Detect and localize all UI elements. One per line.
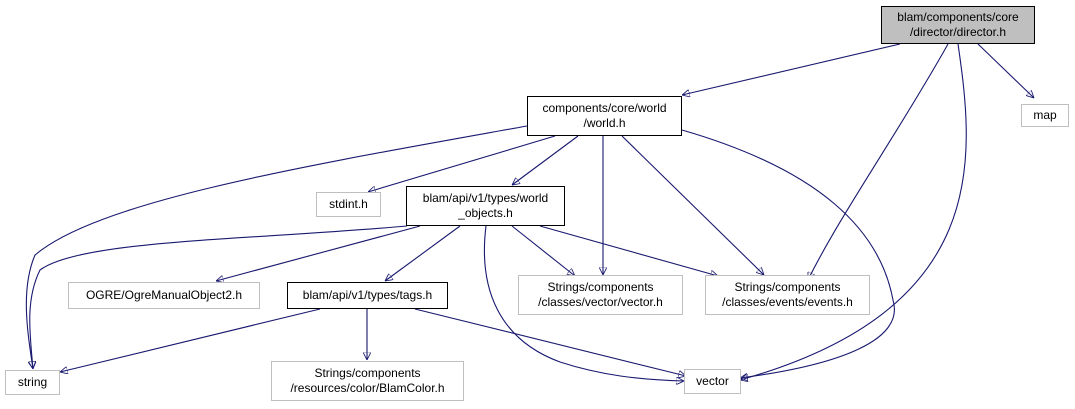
node-events-h-line2: /classes/events/events.h	[722, 295, 853, 309]
edge-world-objects-to-tags	[385, 225, 461, 281]
edge-director-to-events	[807, 43, 949, 280]
edge-director-to-vector	[740, 43, 967, 380]
node-tags-h[interactable]: blam/api/v1/types/tags.h	[287, 282, 448, 309]
node-world-objects-h-line2: _objects.h	[458, 206, 513, 220]
edge-world-to-stdint	[368, 135, 556, 192]
node-map: map	[1021, 104, 1069, 127]
node-blamcolor-h-line2: /resources/color/BlamColor.h	[290, 381, 445, 395]
node-vector: vector	[684, 369, 741, 394]
edge-world-to-string	[25, 125, 528, 369]
node-events-h-line1: Strings/components	[734, 280, 841, 294]
node-director-h[interactable]: blam/components/core /director/director.…	[881, 6, 1035, 44]
node-blamcolor-h: Strings/components /resources/color/Blam…	[271, 361, 464, 401]
node-world-objects-h[interactable]: blam/api/v1/types/world _objects.h	[406, 186, 565, 226]
node-stdint-h-label: stdint.h	[329, 197, 368, 211]
edge-tags-to-vector	[414, 308, 686, 376]
edge-director-to-world	[682, 43, 901, 95]
node-events-h: Strings/components /classes/events/event…	[705, 275, 870, 315]
node-world-h[interactable]: components/core/world /world.h	[527, 96, 682, 136]
node-ogre-manual-object-label: OGRE/OgreManualObject2.h	[85, 288, 243, 302]
node-vector-h: Strings/components /classes/vector/vecto…	[518, 275, 683, 315]
edge-world-to-world-objects	[512, 135, 579, 185]
edge-world-objects-to-vector-h	[511, 225, 575, 276]
node-ogre-manual-object: OGRE/OgreManualObject2.h	[68, 282, 260, 309]
edge-world-objects-to-ogre	[216, 225, 421, 281]
node-world-objects-h-line1: blam/api/v1/types/world	[422, 191, 549, 205]
node-vector-h-line2: /classes/vector/vector.h	[538, 295, 663, 309]
node-stdint-h: stdint.h	[316, 192, 381, 217]
node-vector-label: vector	[696, 374, 729, 388]
node-tags-h-label: blam/api/v1/types/tags.h	[302, 288, 433, 302]
edge-world-objects-to-vector	[483, 225, 684, 381]
node-director-h-line1: blam/components/core	[897, 10, 1019, 24]
edge-tags-to-string	[60, 308, 321, 372]
node-map-label: map	[1033, 108, 1057, 122]
node-vector-h-line1: Strings/components	[547, 280, 654, 294]
node-director-h-line2: /director/director.h	[909, 25, 1007, 39]
node-world-h-line2: /world.h	[583, 116, 626, 130]
node-blamcolor-h-line1: Strings/components	[314, 366, 421, 380]
node-string-label: string	[17, 375, 48, 389]
node-string: string	[5, 370, 60, 395]
edge-world-to-vector	[681, 129, 895, 378]
edge-director-to-map	[977, 43, 1034, 98]
node-world-h-line1: components/core/world	[542, 101, 667, 115]
edge-world-to-events	[621, 135, 764, 275]
edge-world-objects-to-string	[30, 225, 408, 369]
edge-world-objects-to-events	[539, 225, 718, 276]
